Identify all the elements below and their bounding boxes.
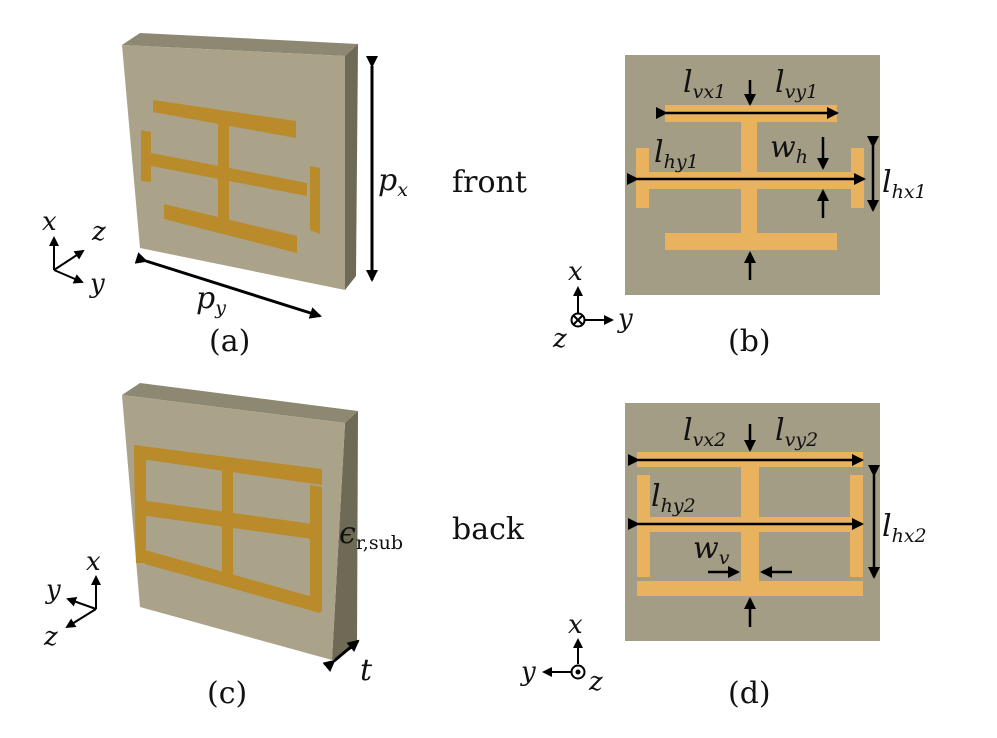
label-lvy2: lvy2 — [775, 413, 818, 451]
axis-label-z: z — [552, 324, 567, 354]
metal-bar-bottom — [665, 233, 837, 250]
axes-triad-c: x y z — [43, 547, 101, 652]
dim-label-px: px — [378, 163, 408, 201]
metal-pattern-back — [134, 445, 322, 613]
axes-triad-b: x y z — [552, 257, 633, 354]
dim-arrow-py — [134, 252, 322, 319]
label-lhx2: lhx2 — [882, 509, 927, 547]
axis-label-x: x — [42, 207, 57, 237]
metal-bar-left — [637, 475, 650, 577]
metal-bar-right — [310, 166, 320, 234]
side-label-back: back — [452, 512, 525, 547]
dim-label-py: py — [196, 281, 226, 319]
side-label-front: front — [452, 165, 527, 200]
label-wv: wv — [693, 531, 730, 569]
panel-d: back lvx2 lvy2 lhy2 wv lhx2 x y z — [452, 403, 927, 711]
metal-bar-bottom — [145, 550, 320, 613]
caption-d: (d) — [728, 676, 771, 711]
axis-label-z: z — [43, 622, 58, 652]
caption-a: (a) — [209, 324, 250, 359]
panel-c: ϵr,sub t x y z (c) — [43, 383, 403, 711]
metal-bar-bottom — [164, 204, 297, 253]
label-t: t — [360, 653, 373, 688]
metal-bar-middle — [146, 152, 307, 196]
axes-triad-a: x z y — [42, 207, 106, 299]
caption-c: (c) — [207, 676, 247, 711]
label-lvx2: lvx2 — [683, 413, 726, 451]
axis-label-y: y — [45, 575, 61, 605]
caption-b: (b) — [728, 324, 771, 359]
metal-bar-left — [134, 458, 146, 563]
substrate-side-face — [332, 411, 358, 660]
axis-label-z: z — [91, 217, 106, 247]
metal-bar-left — [141, 130, 151, 182]
label-lvx1: lvx1 — [683, 65, 726, 103]
axis-label-y: y — [89, 269, 105, 299]
label-eps: ϵr,sub — [339, 516, 403, 554]
metal-bar-right — [850, 475, 863, 577]
substrate-top-face — [122, 383, 358, 423]
panel-a: px py x z y (a) — [42, 33, 408, 359]
panel-b: front lvx1 lvy1 lhy1 wh lhx1 x y — [452, 55, 927, 359]
metal-stem — [222, 460, 233, 578]
axis-label-y: y — [617, 304, 633, 334]
dim-arrow-t — [322, 639, 360, 673]
label-lhy2: lhy2 — [651, 479, 696, 517]
metal-pattern-front — [141, 100, 320, 253]
label-lhy1: lhy1 — [654, 135, 699, 173]
substrate-top-face — [122, 33, 358, 56]
label-wh: wh — [770, 130, 808, 168]
axis-label-x: x — [568, 610, 583, 640]
axis-label-x: x — [86, 547, 101, 577]
axis-label-y: y — [520, 657, 536, 687]
axes-triad-d: x y z — [520, 610, 603, 697]
metal-bar-right — [310, 485, 322, 612]
axis-label-x: x — [568, 257, 583, 287]
metal-bar-middle — [645, 172, 858, 189]
substrate-side-face — [345, 44, 358, 290]
label-lhx1: lhx1 — [882, 165, 927, 203]
axis-label-z: z — [588, 667, 603, 697]
label-lvy1: lvy1 — [775, 65, 818, 103]
